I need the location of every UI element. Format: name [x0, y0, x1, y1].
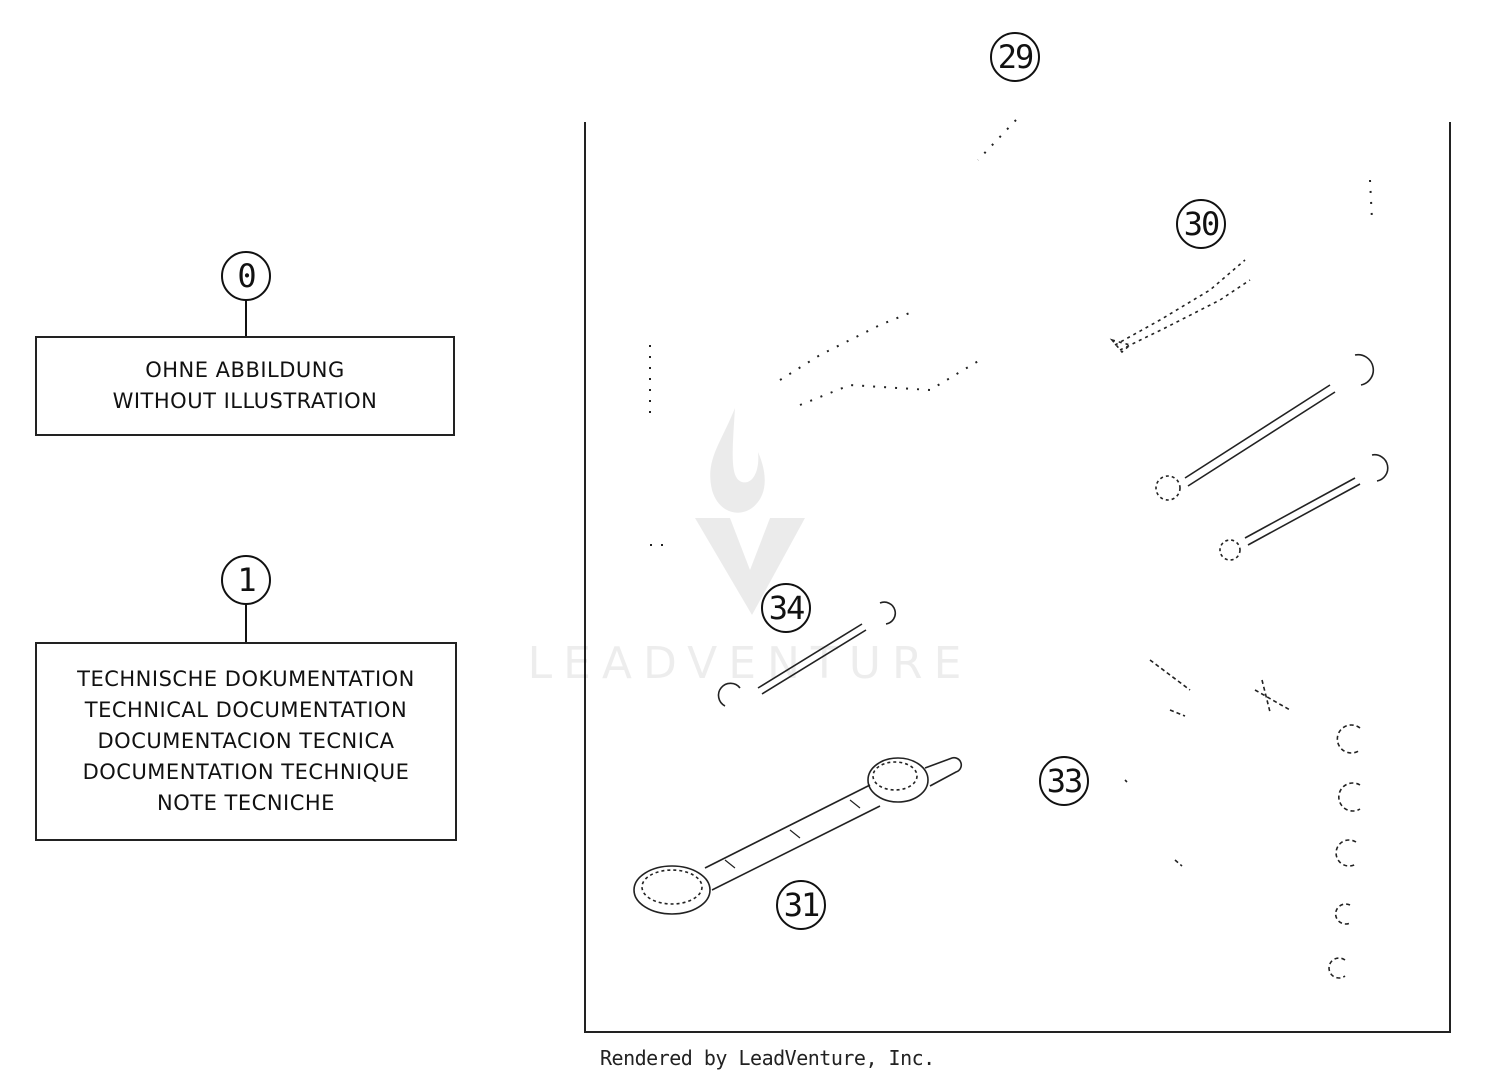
- callout-31[interactable]: 31: [776, 880, 826, 930]
- combination-spanner-icon: [633, 756, 963, 915]
- wrench-icon: [1155, 353, 1375, 501]
- box-line: NOTE TECNICHE: [157, 791, 335, 815]
- technical-documentation-box: TECHNISCHE DOKUMENTATION TECHNICAL DOCUM…: [35, 642, 457, 841]
- callout-0[interactable]: 0: [221, 251, 271, 301]
- tool-bag-outline: [649, 119, 1373, 546]
- box-line: OHNE ABBILDUNG: [145, 358, 345, 382]
- wrench-icon: [1219, 453, 1389, 561]
- without-illustration-box: OHNE ABBILDUNG WITHOUT ILLUSTRATION: [35, 336, 455, 436]
- box-line: WITHOUT ILLUSTRATION: [112, 389, 378, 413]
- tool-kit-frame: [584, 122, 1451, 1033]
- callout-29[interactable]: 29: [990, 32, 1040, 82]
- watermark-text: LEADVENTURE: [527, 638, 973, 689]
- box-line: TECHNICAL DOCUMENTATION: [84, 698, 408, 722]
- screwdriver-icon: [1109, 259, 1251, 354]
- box-line: TECHNISCHE DOKUMENTATION: [77, 667, 415, 691]
- leader-line-1: [245, 604, 247, 643]
- spanner-icon: [717, 601, 897, 707]
- nut-icon: [1124, 659, 1361, 979]
- callout-33[interactable]: 33: [1039, 756, 1089, 806]
- leader-line-0: [245, 300, 247, 337]
- callout-34[interactable]: 34: [761, 583, 811, 633]
- render-credit: Rendered by LeadVenture, Inc.: [600, 1046, 935, 1070]
- callout-30[interactable]: 30: [1176, 199, 1226, 249]
- box-line: DOCUMENTACION TECNICA: [97, 729, 395, 753]
- box-line: DOCUMENTATION TECHNIQUE: [82, 760, 410, 784]
